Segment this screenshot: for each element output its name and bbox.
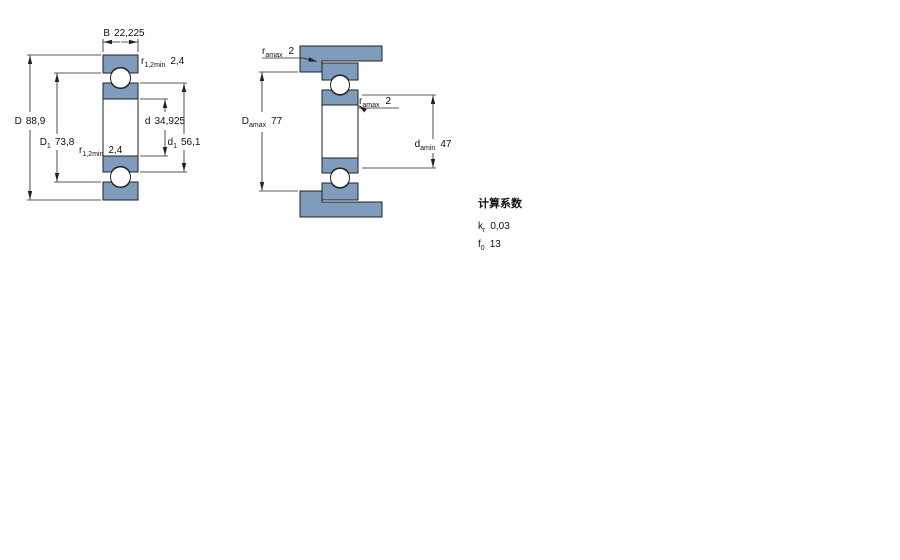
dimension-D: D 88,9 [15,54,101,201]
dim-r12-mid-symbol: r [79,145,83,156]
dim-d1-subscript: 1 [173,143,177,150]
dim-r12-mid-subscript: 1,2min [82,151,103,158]
dim-D-symbol: D [15,116,22,127]
dim-da-subscript: amin [420,145,435,152]
factor-f0-value: 13 [490,239,502,250]
dim-ra-top-subscript: amax [265,52,283,59]
dim-D-label: D 88,9 [15,116,46,127]
factor-kr-symbol: k [478,221,484,232]
dim-D1-value: 73,8 [55,137,75,148]
dim-B-value: 22,225 [114,28,145,39]
ball-upper [110,67,131,89]
factor-f0-subscript: 0 [481,245,485,252]
dimension-da: damin 47 [362,94,452,169]
dim-Da-subscript: amax [249,122,267,129]
calculation-factors: 计算系数 kr 0,03 f0 13 [478,196,523,252]
dimension-Da: Damax 77 [242,71,298,192]
dim-ra-top-label: ramax 2 [262,46,294,59]
shoulder-bottom [299,190,383,218]
dim-d1-symbol: d [168,137,174,148]
dim-r12-top-subscript: 1,2min [144,62,165,69]
dim-da-symbol: d [415,139,421,150]
dim-ra-mid-label: ramax 2 [359,96,391,109]
dim-ra-mid-symbol: r [359,96,363,107]
dim-D1-subscript: 1 [47,143,51,150]
dim-Da-label: Damax 77 [242,116,283,129]
dim-Da-symbol: D [242,116,249,127]
outer-ring-upper-section [321,62,359,81]
ball-upper [330,75,350,95]
dim-d1-label: d1 56,1 [168,137,201,150]
factor-kr-subscript: r [483,227,486,234]
housing-shoulder-top [299,45,383,73]
dim-D-value: 88,9 [26,116,46,127]
dimension-D1: D1 73,8 [40,72,101,183]
dim-B-symbol: B [103,28,110,39]
dim-da-value: 47 [440,139,452,150]
dim-D1-label: D1 73,8 [40,137,75,150]
dim-ra-mid-value: 2 [385,96,391,107]
dim-r12-top-value: 2,4 [170,56,184,67]
dim-r12-top-symbol: r [141,56,145,67]
dim-d-value: 34,925 [154,116,185,127]
inner-ring-lower-section [321,157,359,174]
dim-Da-value: 77 [271,116,283,127]
ball-lower [330,168,350,188]
dim-r12-top-label: r1,2min 2,4 [141,56,185,69]
ball-lower [110,166,131,188]
dim-d1-value: 56,1 [181,137,201,148]
dim-r12-mid-label: r1,2min 2,4 [79,145,123,158]
leader-arrow [302,57,318,62]
factors-heading: 计算系数 [478,196,523,210]
dimension-B: B 22,225 [102,28,145,52]
dim-B-label: B 22,225 [103,28,145,39]
factor-kr: kr 0,03 [478,221,510,234]
leader-arrow [358,105,367,113]
dim-ra-mid-subscript: amax [362,102,380,109]
dim-d-symbol: d [145,116,151,127]
dim-ra-top-symbol: r [262,46,266,57]
dimension-ra-top: ramax 2 [262,46,318,62]
dimension-ra-mid: ramax 2 [358,96,399,113]
dim-D1-symbol: D [40,137,47,148]
factor-f0-symbol: f [478,239,481,250]
dim-da-label: damin 47 [415,139,452,152]
factor-f0: f0 13 [478,239,501,252]
dim-ra-top-value: 2 [288,46,294,57]
factor-kr-value: 0,03 [490,221,510,232]
dim-r12-mid-value: 2,4 [108,145,122,156]
